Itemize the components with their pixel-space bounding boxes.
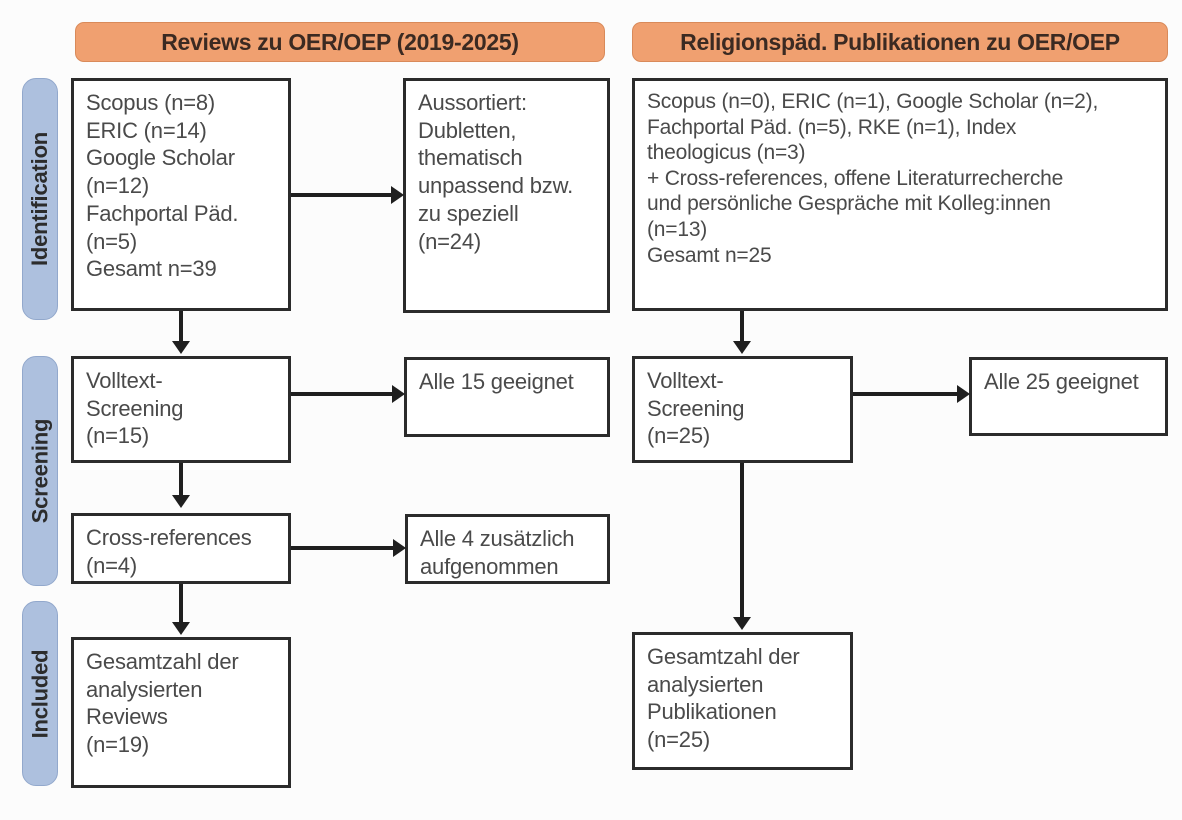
connector-left-fulltext-to-crossrefs — [179, 463, 183, 497]
arrowhead-left-fulltext-to-result — [392, 385, 405, 403]
stage-label-screening: Screening — [27, 418, 53, 524]
connector-left-sources-to-fulltext — [179, 311, 183, 343]
connector-left-fulltext-to-result — [291, 392, 392, 396]
connector-right-fulltext-to-included — [740, 463, 744, 619]
box-left-sources: Scopus (n=8) ERIC (n=14) Google Scholar … — [71, 78, 291, 311]
column-header-religionspaedagogik: Religionspäd. Publikationen zu OER/OEP — [632, 22, 1168, 62]
arrowhead-right-sources-to-fulltext — [733, 341, 751, 354]
arrowhead-left-sources-to-excluded — [391, 186, 404, 204]
stage-pill-identification: Identification — [22, 78, 58, 320]
box-left-fulltext-result: Alle 15 geeignet — [404, 357, 610, 437]
stage-label-identification: Identification — [27, 131, 52, 267]
arrowhead-right-fulltext-to-result — [957, 385, 970, 403]
stage-pill-screening: Screening — [22, 356, 58, 586]
box-left-crossreferences: Cross-references (n=4) — [71, 513, 291, 584]
box-left-included-total: Gesamtzahl der analysierten Reviews (n=1… — [71, 637, 291, 788]
stage-label-included: Included — [27, 649, 53, 738]
arrowhead-left-crossrefs-to-result — [393, 539, 406, 557]
box-left-fulltext-screening: Volltext- Screening (n=15) — [71, 356, 291, 463]
box-right-fulltext-screening: Volltext- Screening (n=25) — [632, 356, 853, 463]
arrowhead-right-fulltext-to-included — [733, 617, 751, 630]
box-left-crossreferences-result: Alle 4 zusätzlich aufgenommen — [405, 514, 610, 584]
connector-right-sources-to-fulltext — [740, 311, 744, 343]
connector-left-crossrefs-to-included — [179, 584, 183, 624]
box-right-fulltext-result: Alle 25 geeignet — [969, 357, 1168, 436]
connector-left-sources-to-excluded — [291, 193, 391, 197]
arrowhead-left-sources-to-fulltext — [172, 341, 190, 354]
connector-right-fulltext-to-result — [853, 392, 957, 396]
column-header-reviews: Reviews zu OER/OEP (2019-2025) — [75, 22, 605, 62]
box-right-sources: Scopus (n=0), ERIC (n=1), Google Scholar… — [632, 78, 1168, 311]
connector-left-crossrefs-to-result — [291, 546, 393, 550]
arrowhead-left-fulltext-to-crossrefs — [172, 495, 190, 508]
box-left-excluded: Aussortiert: Dubletten, thematisch unpas… — [403, 78, 610, 313]
stage-pill-included: Included — [22, 601, 58, 786]
arrowhead-left-crossrefs-to-included — [172, 622, 190, 635]
box-right-included-total: Gesamtzahl der analysierten Publikatione… — [632, 632, 853, 770]
